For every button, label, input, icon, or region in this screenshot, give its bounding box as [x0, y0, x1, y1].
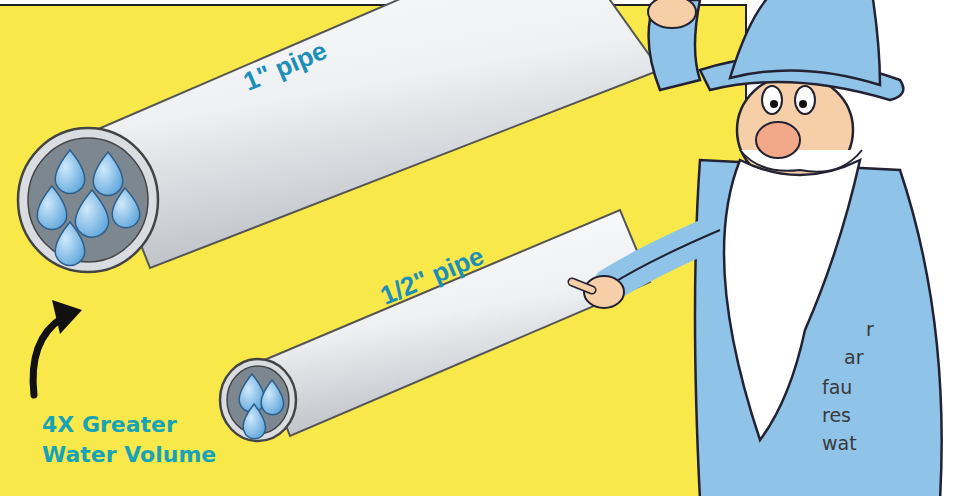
small-pipe-rim — [220, 359, 296, 441]
curved-arrow — [33, 318, 62, 395]
wizard-robe — [695, 160, 942, 496]
wizard-figure — [572, 0, 942, 496]
pointing-finger — [572, 282, 592, 290]
wizard-pupil — [770, 100, 778, 108]
cut-off-text: r — [866, 318, 874, 340]
cut-off-text: res — [822, 404, 851, 426]
large-pipe-opening — [28, 138, 148, 262]
wizard-eye — [795, 86, 815, 114]
water-drop — [112, 188, 140, 228]
water-drops-large — [37, 150, 139, 266]
pointing-finger-fill — [572, 282, 592, 290]
wizard-eye — [762, 86, 782, 114]
water-drop — [75, 190, 108, 237]
wizard-nose — [756, 122, 800, 158]
wizard-beard — [724, 160, 860, 440]
water-drop — [55, 150, 84, 194]
wizard-hat — [730, 0, 880, 85]
wizard-pupil — [799, 100, 807, 108]
water-drop — [37, 186, 66, 230]
cut-off-text: fau — [822, 376, 852, 398]
water-drop — [55, 222, 84, 266]
water-drops-small — [239, 374, 283, 439]
wizard-hand — [648, 0, 696, 28]
cut-off-text: wat — [822, 432, 857, 454]
small-pipe-body — [262, 210, 650, 436]
wizard-moustache — [740, 150, 862, 172]
arrow-head — [52, 300, 82, 334]
wizard-arm-line — [610, 230, 720, 285]
wizard-arm — [610, 230, 720, 285]
large-pipe-rim — [18, 128, 158, 272]
volume-note: 4X Greater Water Volume — [42, 410, 217, 469]
water-drop — [93, 152, 122, 196]
cut-off-text: ar — [844, 346, 863, 368]
water-drop — [243, 404, 265, 439]
water-drop — [261, 380, 283, 415]
